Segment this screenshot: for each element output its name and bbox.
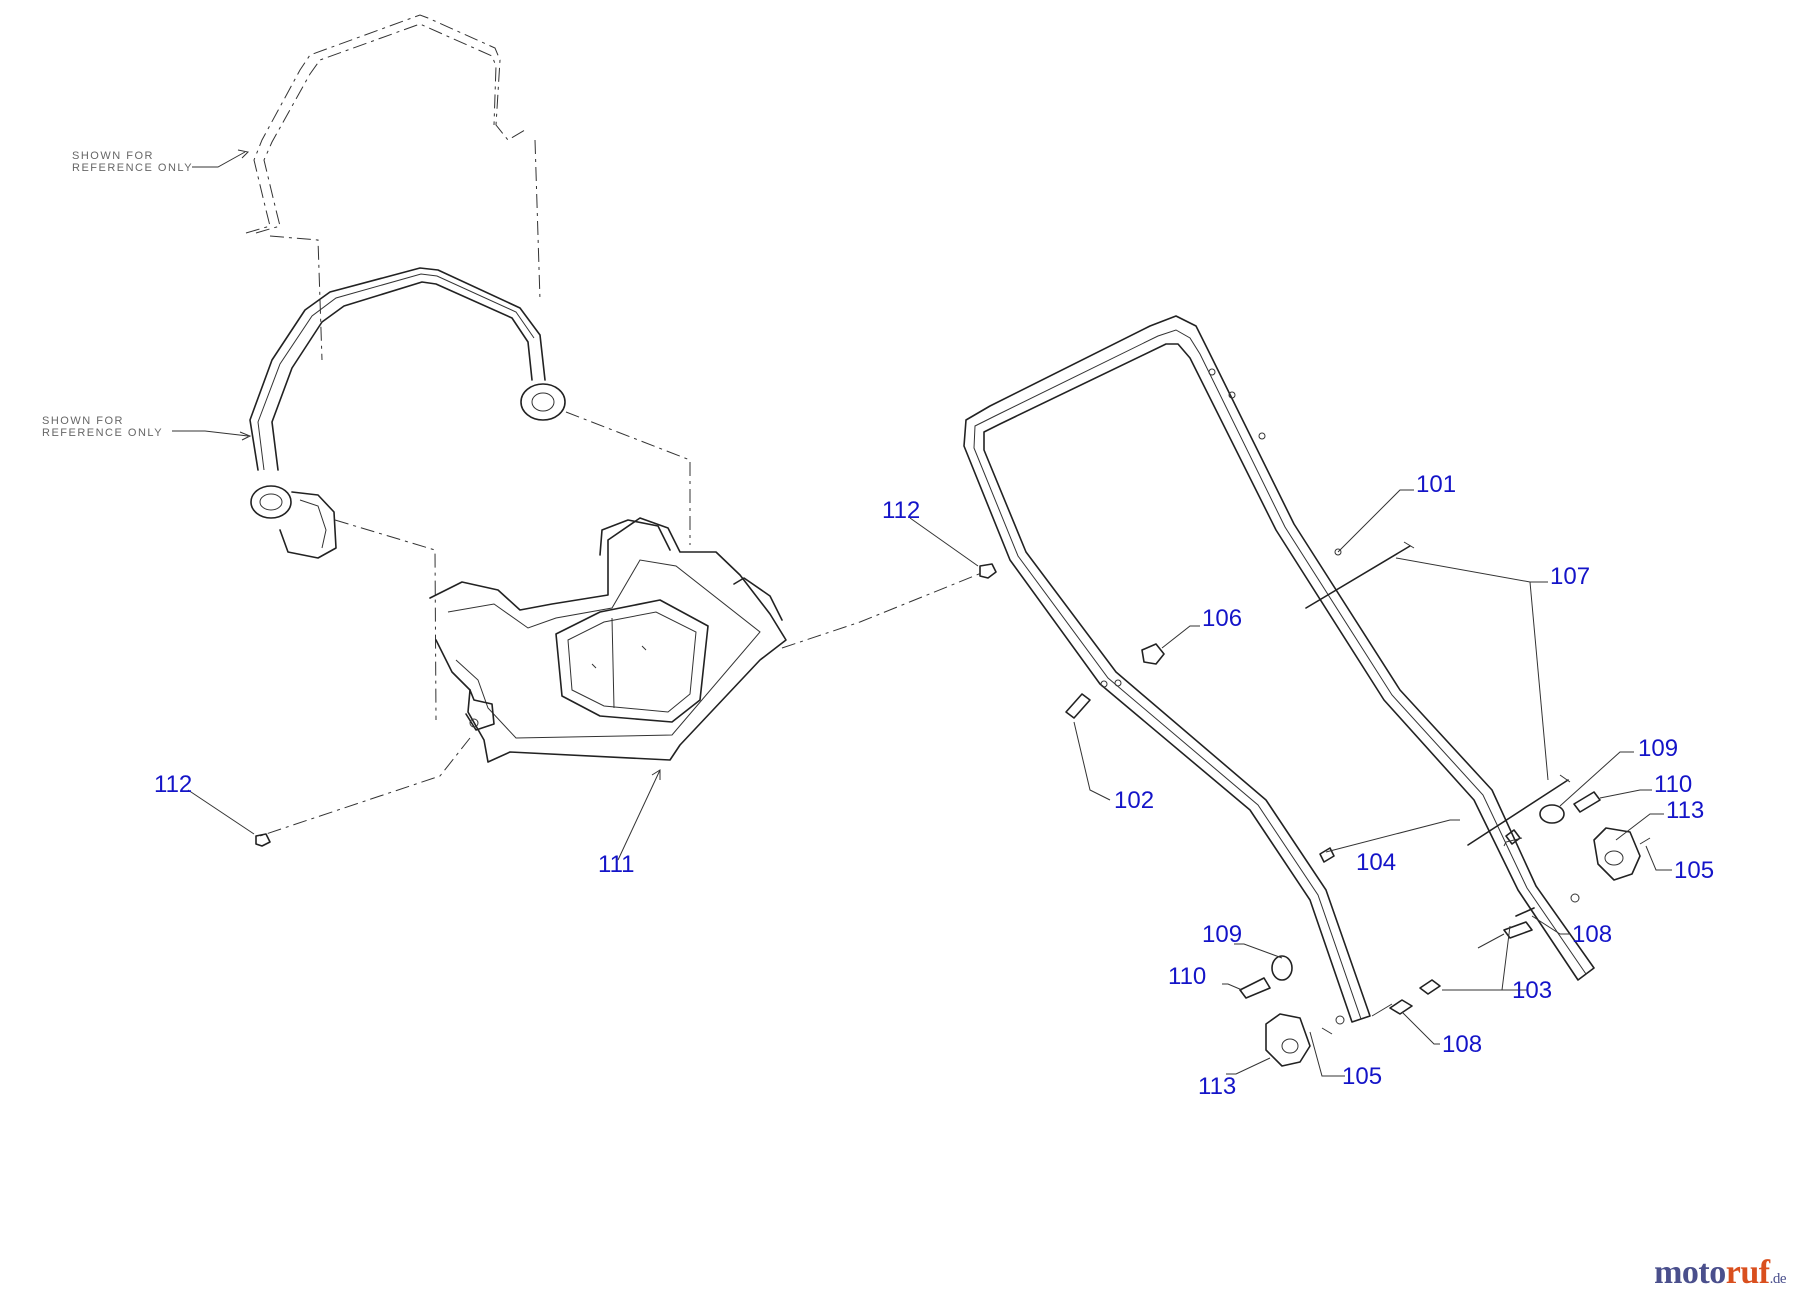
callout-113-left: 113 — [1198, 1073, 1236, 1100]
callout-107: 107 — [1550, 563, 1590, 590]
callout-110-left: 110 — [1168, 963, 1206, 990]
callout-111: 111 — [598, 851, 634, 878]
callout-106: 106 — [1202, 605, 1242, 632]
logo-tld-text: .de — [1769, 1271, 1787, 1287]
callout-112-top: 112 — [882, 497, 920, 524]
cable-tie-107 — [1305, 541, 1571, 846]
logo-accent-text: ruf — [1725, 1254, 1770, 1291]
callout-108-right: 108 — [1572, 921, 1612, 948]
lower-handle-101 — [963, 315, 1595, 1025]
reference-note-line-2: REFERENCE ONLY — [72, 162, 193, 174]
callout-112-left: 112 — [154, 771, 192, 798]
callout-102: 102 — [1114, 787, 1154, 814]
reference-handle-assembly: SHOWN FOR REFERENCE ONLY — [42, 267, 691, 721]
reference-upper-handle: SHOWN FOR REFERENCE ONLY — [72, 14, 541, 361]
watermark-logo: motoruf.de — [1654, 1254, 1786, 1292]
hardware-left — [1222, 819, 1510, 1077]
callout-113-right: 113 — [1666, 797, 1704, 824]
callout-105-left: 105 — [1342, 1063, 1382, 1090]
screw-112-left — [187, 789, 271, 847]
callout-104: 104 — [1356, 849, 1396, 876]
hardware-right — [1477, 751, 1672, 991]
reference-note-line-1: SHOWN FOR — [72, 150, 154, 162]
control-console-111 — [259, 517, 985, 861]
callout-101: 101 — [1416, 471, 1456, 498]
logo-main-text: moto — [1654, 1254, 1726, 1291]
callout-108-left: 108 — [1442, 1031, 1482, 1058]
reference-note-line-1b: SHOWN FOR — [42, 415, 124, 427]
pin-102 — [1065, 680, 1111, 801]
screw-112-right — [909, 517, 997, 579]
callout-103: 103 — [1512, 977, 1552, 1004]
callout-109-right: 109 — [1638, 735, 1678, 762]
callout-labels: 101 102 103 104 105 105 106 107 108 108 … — [154, 471, 1714, 1100]
callout-110-right: 110 — [1654, 771, 1692, 798]
reference-note-line-2b: REFERENCE ONLY — [42, 427, 163, 439]
callout-105-right: 105 — [1674, 857, 1714, 884]
callout-109-left: 109 — [1202, 921, 1242, 948]
clip-106 — [1141, 625, 1200, 665]
